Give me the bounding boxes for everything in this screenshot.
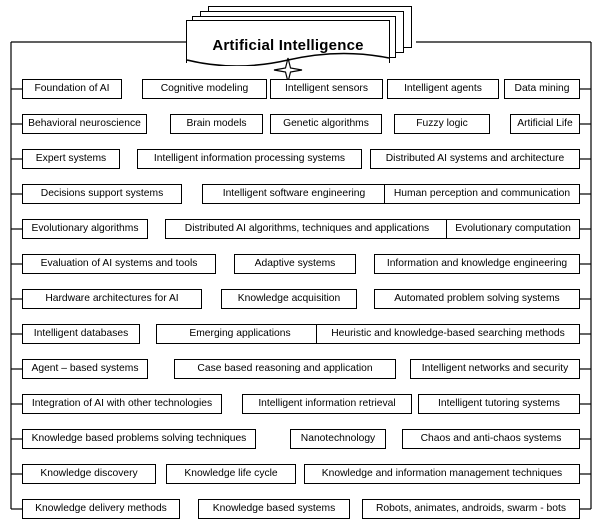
topic-box: Data mining [504, 79, 580, 99]
topic-box: Nanotechnology [290, 429, 386, 449]
topic-box: Distributed AI systems and architecture [370, 149, 580, 169]
diagram-title: Artificial Intelligence [212, 37, 364, 54]
topic-box: Decisions support systems [22, 184, 182, 204]
topic-box: Heuristic and knowledge-based searching … [316, 324, 580, 344]
topic-box: Human perception and communication [384, 184, 580, 204]
topic-box: Agent – based systems [22, 359, 148, 379]
topic-box: Intelligent networks and security [410, 359, 580, 379]
topic-box: Knowledge discovery [22, 464, 156, 484]
topic-row: Evolutionary algorithms Distributed AI al… [22, 219, 580, 241]
topic-box: Hardware architectures for AI [22, 289, 202, 309]
topic-row: Behavioral neuroscience Brain models Genet… [22, 114, 580, 136]
topic-box: Behavioral neuroscience [22, 114, 147, 134]
topic-box: Intelligent information retrieval [242, 394, 412, 414]
topic-box: Foundation of AI [22, 79, 122, 99]
topic-box: Artificial Life [510, 114, 580, 134]
topic-box: Intelligent information processing syste… [137, 149, 362, 169]
topic-box: Chaos and anti-chaos systems [402, 429, 580, 449]
topic-box: Knowledge based systems [198, 499, 350, 519]
topic-row: Agent – based systems Case based reasonin… [22, 359, 580, 381]
topic-row: Decisions support systems Intelligent sof… [22, 184, 580, 206]
topic-box: Knowledge life cycle [166, 464, 296, 484]
topic-row: Hardware architectures for AI Knowledge a… [22, 289, 580, 311]
topic-row: Knowledge based problems solving techniq… [22, 429, 580, 451]
topic-box: Brain models [170, 114, 263, 134]
topic-row: Integration of AI with other technologie… [22, 394, 580, 416]
topic-box: Cognitive modeling [142, 79, 267, 99]
topic-box: Intelligent tutoring systems [418, 394, 580, 414]
topic-box: Information and knowledge engineering [374, 254, 580, 274]
topic-box: Expert systems [22, 149, 120, 169]
topic-box: Knowledge and information management tec… [304, 464, 580, 484]
topic-box: Intelligent software engineering [202, 184, 386, 204]
topic-box: Evolutionary algorithms [22, 219, 148, 239]
topic-box: Intelligent databases [22, 324, 140, 344]
topic-row: Expert systems Intelligent information pr… [22, 149, 580, 171]
topic-box: Fuzzy logic [394, 114, 490, 134]
topic-box: Intelligent sensors [270, 79, 383, 99]
topic-box: Knowledge acquisition [221, 289, 357, 309]
topic-row: Intelligent databases Emerging applicatio… [22, 324, 580, 346]
topic-box: Robots, animates, androids, swarm - bots [362, 499, 580, 519]
topic-box: Automated problem solving systems [374, 289, 580, 309]
title-document-stack: Artificial Intelligence [186, 6, 416, 83]
topic-box: Genetic algorithms [270, 114, 382, 134]
topic-box: Evolutionary computation [446, 219, 580, 239]
topic-box: Intelligent agents [387, 79, 499, 99]
topic-row: Knowledge discovery Knowledge life cycle K… [22, 464, 580, 486]
topic-box: Distributed AI algorithms, techniques an… [165, 219, 449, 239]
title-sheet-front: Artificial Intelligence [186, 20, 390, 83]
topic-box: Emerging applications [156, 324, 324, 344]
topic-box: Knowledge delivery methods [22, 499, 180, 519]
topic-box: Evaluation of AI systems and tools [22, 254, 216, 274]
topic-row: Knowledge delivery methods Knowledge base… [22, 499, 580, 521]
topic-box: Knowledge based problems solving techniq… [22, 429, 256, 449]
topic-box: Adaptive systems [234, 254, 356, 274]
topic-box: Integration of AI with other technologie… [22, 394, 222, 414]
topic-row: Evaluation of AI systems and tools Adapti… [22, 254, 580, 276]
topic-box: Case based reasoning and application [174, 359, 396, 379]
